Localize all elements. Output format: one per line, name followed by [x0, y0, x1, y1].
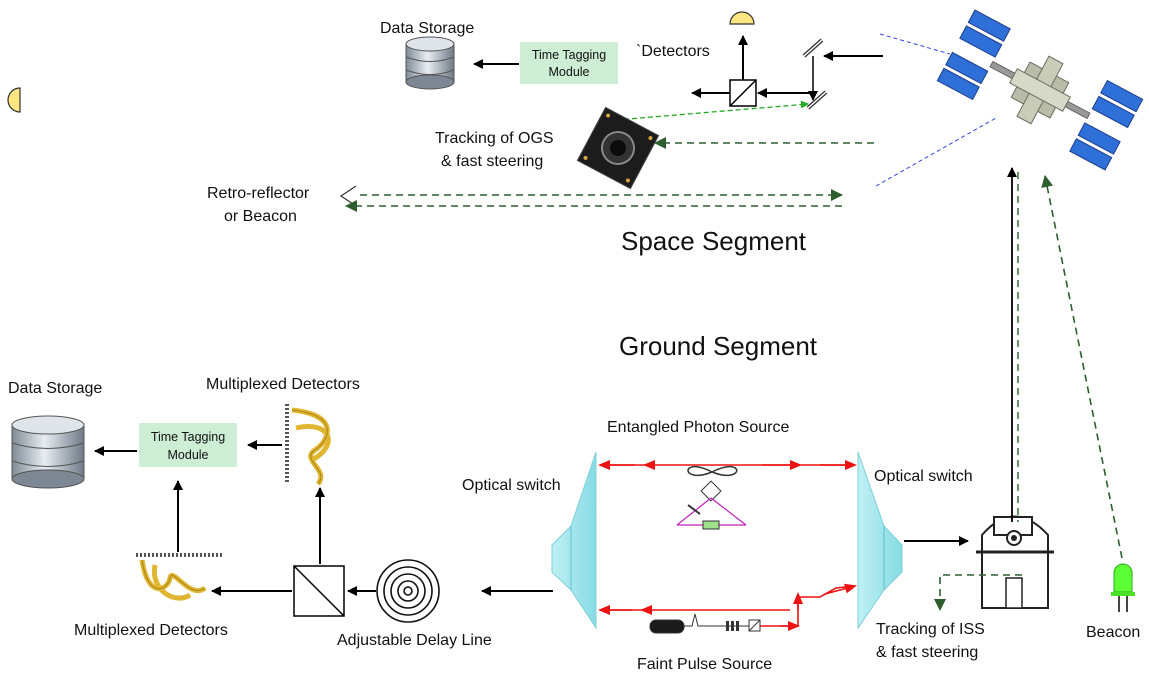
faint-pulse-source-icon	[649, 613, 761, 634]
space-beamsplitter-icon	[729, 79, 757, 107]
space-segment-title: Space Segment	[621, 226, 807, 256]
entangled-source-label: Entangled Photon Source	[607, 419, 789, 436]
ground-tracking-label-1: Tracking of ISS	[876, 621, 985, 638]
mux-detector-top-icon	[285, 404, 331, 486]
mux-detector-bottom-icon	[136, 553, 222, 601]
fov-upper-line	[879, 33, 951, 55]
ground-tracking-label-2: & fast steering	[876, 644, 978, 661]
beacon-label: Beacon	[1086, 624, 1140, 641]
beacon-to-iss-dashed	[1041, 175, 1123, 559]
mux-top-label: Multiplexed Detectors	[206, 376, 360, 393]
space-ttm-label-1: Time Tagging	[532, 48, 606, 62]
space-tracking-label-1: Tracking of OGS	[435, 130, 554, 147]
ground-telescope-icon	[976, 515, 1054, 609]
space-ttm-label-2: Module	[549, 65, 590, 79]
retro-reflector-label-2: or Beacon	[224, 208, 297, 225]
ground-beamsplitter-icon	[293, 565, 345, 617]
tracking-camera-icon	[576, 106, 660, 190]
space-database-icon	[405, 36, 455, 90]
beacon-led-icon	[1111, 563, 1135, 612]
ground-database-icon	[11, 415, 85, 489]
mirror-upper-icon	[802, 38, 824, 58]
mirror-lower-icon	[806, 90, 828, 110]
entangled-source-icon	[676, 466, 747, 530]
detector-left-icon	[7, 87, 21, 113]
ground-ttm-label-2: Module	[168, 448, 209, 462]
space-detectors-label: `Detectors	[636, 43, 710, 60]
detector-top-icon	[729, 11, 755, 25]
fov-lower-line	[875, 117, 997, 187]
delay-line-coil-icon	[376, 559, 440, 623]
optical-switch-left-label: Optical switch	[462, 477, 561, 494]
ground-ttm-label-1: Time Tagging	[151, 430, 225, 444]
optical-switch-right-label: Optical switch	[874, 468, 973, 485]
camera-mirror-green-link	[608, 100, 809, 125]
ground-data-storage-label: Data Storage	[8, 380, 102, 397]
space-tracking-label-2: & fast steering	[441, 153, 543, 170]
space-data-storage-label: Data Storage	[380, 20, 474, 37]
telescope-tracking-dashed	[934, 574, 1022, 611]
delay-line-label: Adjustable Delay Line	[337, 632, 492, 649]
ground-segment-title: Ground Segment	[619, 331, 818, 361]
mux-bottom-label: Multiplexed Detectors	[74, 622, 228, 639]
retro-reflector-icon	[339, 185, 357, 207]
faint-pulse-beams	[598, 583, 857, 631]
iss-satellite-icon	[936, 9, 1144, 171]
space-time-tagging-module: Time Tagging Module	[520, 42, 618, 84]
ground-time-tagging-module: Time Tagging Module	[139, 423, 237, 467]
faint-pulse-label: Faint Pulse Source	[637, 656, 772, 673]
retro-reflector-label-1: Retro-reflector	[207, 185, 310, 202]
